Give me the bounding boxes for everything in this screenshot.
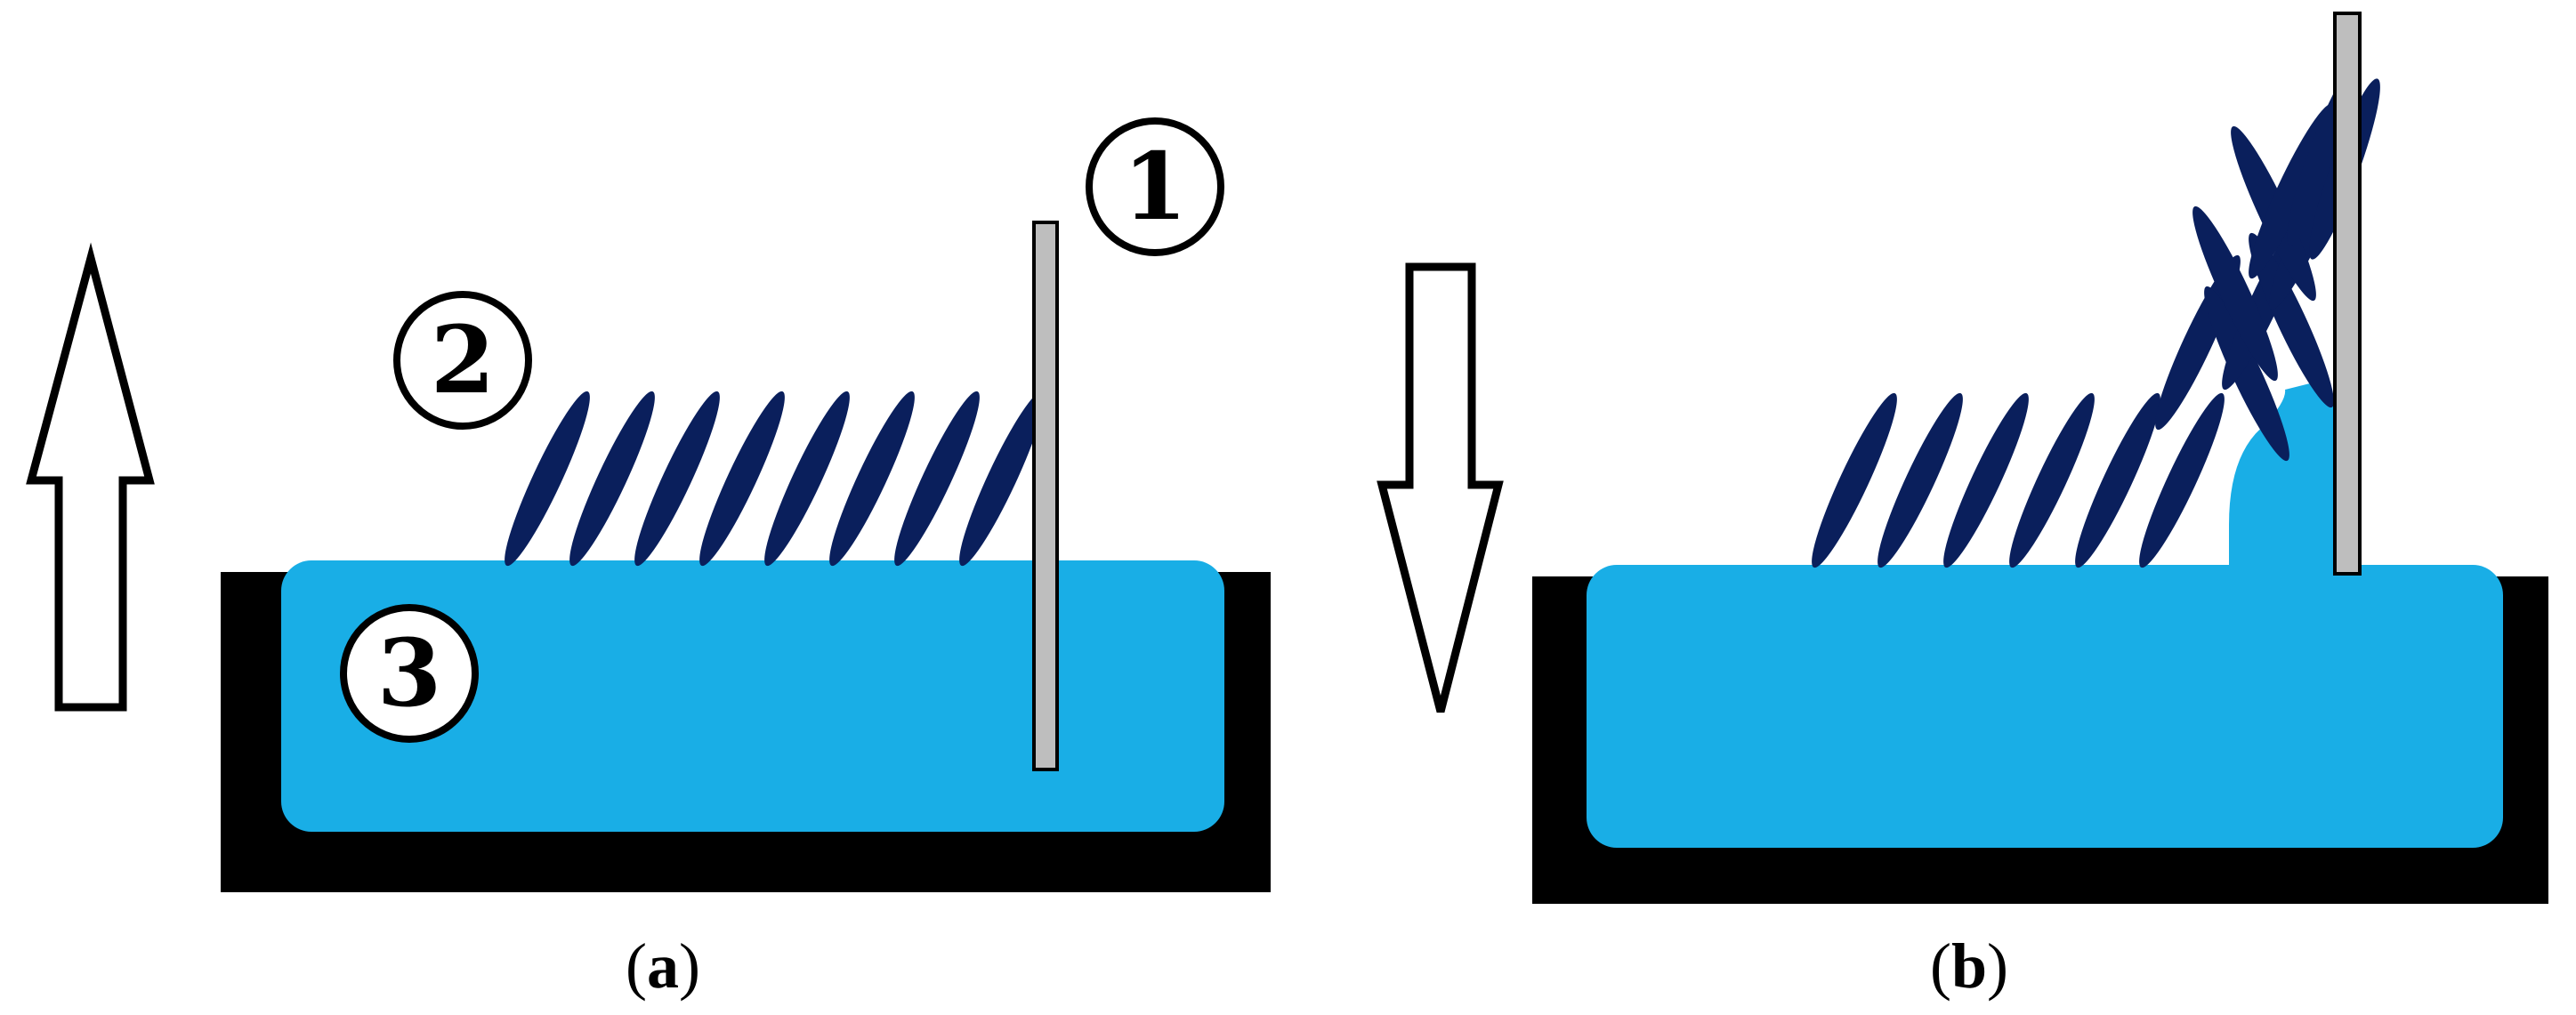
water-subphase <box>1587 565 2503 848</box>
meniscus <box>2229 383 2342 578</box>
arrow-down-icon <box>1377 262 1504 713</box>
substrate-plate <box>2333 12 2362 576</box>
substrate-plate <box>1032 221 1059 771</box>
callout-substrate: 1 <box>1086 117 1224 256</box>
monolayer <box>493 385 1056 572</box>
caption-a: (a) <box>626 930 700 1002</box>
arrow-up-icon <box>26 242 155 712</box>
callout-subphase: 3 <box>340 604 479 743</box>
callout-substrate-label: 1 <box>1123 132 1187 241</box>
caption-b: (b) <box>1930 930 2008 1002</box>
water-subphase <box>281 560 1224 832</box>
callout-monolayer: 2 <box>393 291 532 430</box>
callout-subphase-label: 3 <box>377 618 441 728</box>
callout-monolayer-label: 2 <box>431 305 495 415</box>
panel-b: (b) <box>1377 12 2548 1002</box>
panel-a: 1 2 3 (a) <box>26 117 1271 1002</box>
